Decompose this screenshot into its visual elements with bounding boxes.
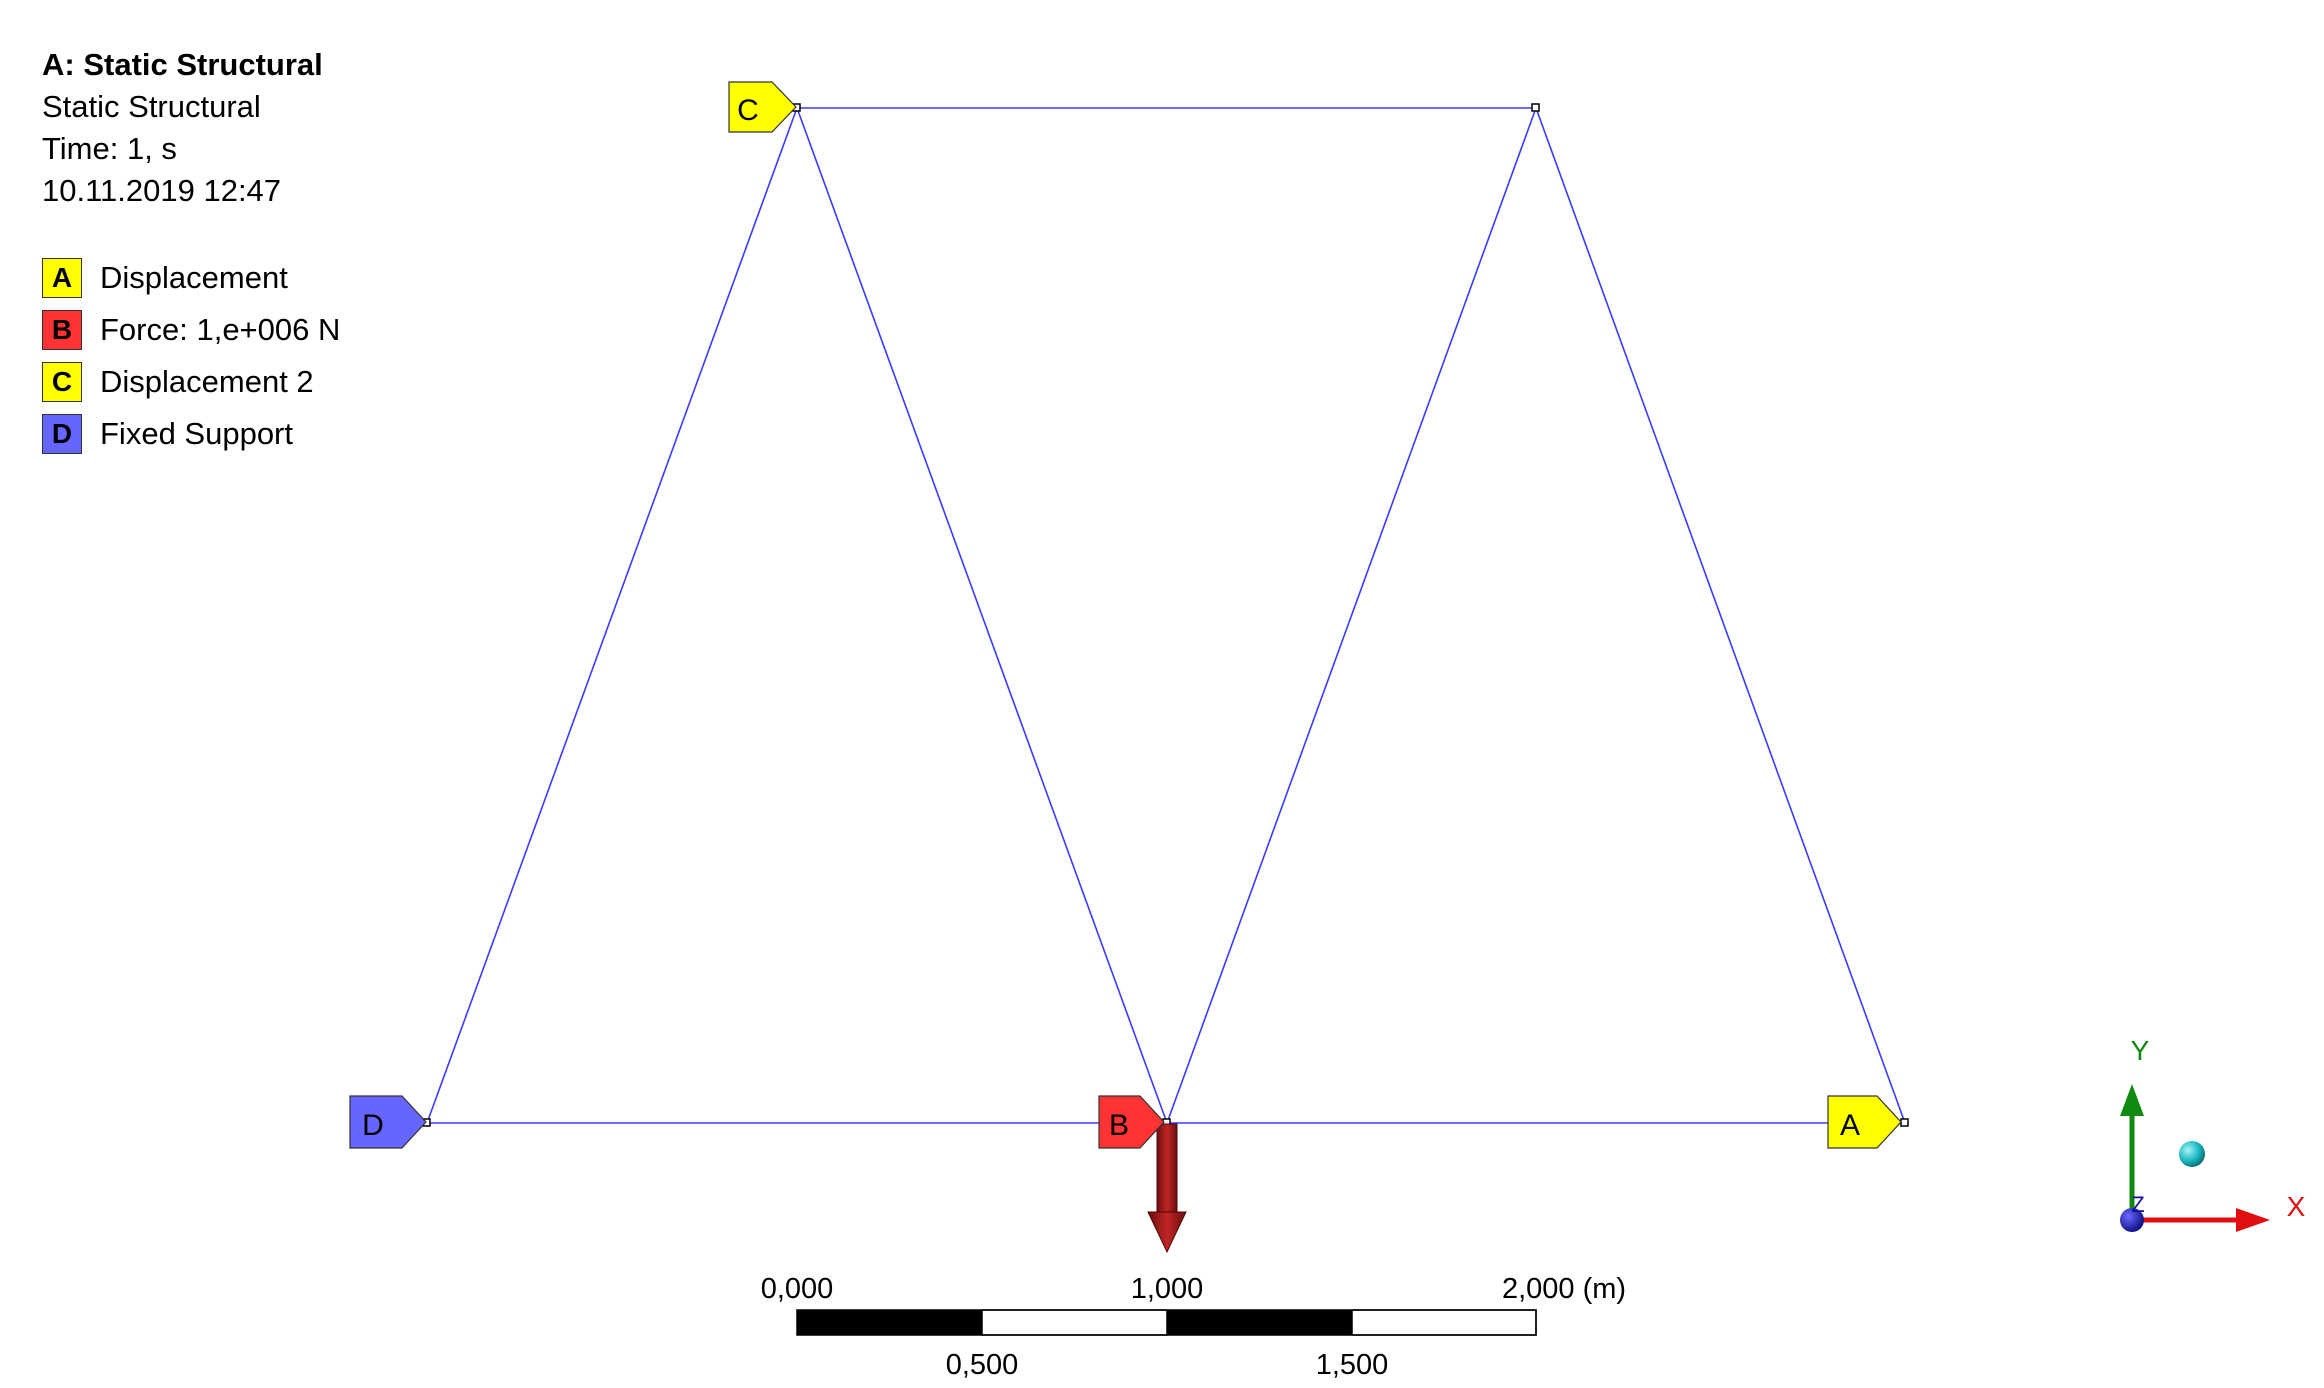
member-diagonal-3[interactable] <box>1166 107 1537 1124</box>
legend-label-c: Displacement 2 <box>100 364 314 399</box>
tag-a-label: A <box>1840 1109 1860 1142</box>
tag-d-label: D <box>362 1109 384 1142</box>
scale-label-2000: 2,000 (m) <box>1502 1273 1626 1305</box>
z-axis-origin <box>2120 1208 2144 1232</box>
legend-item-a[interactable]: A Displacement <box>42 252 340 304</box>
tag-c-label: C <box>737 94 759 127</box>
y-axis-label: Y <box>2131 1035 2150 1066</box>
member-diagonal-1[interactable] <box>426 107 798 1124</box>
scale-label-1000: 1,000 <box>1131 1273 1204 1305</box>
y-axis-arrow <box>2120 1084 2144 1116</box>
force-arrow[interactable] <box>1147 1123 1187 1254</box>
member-diagonal-2[interactable] <box>796 107 1168 1124</box>
member-diagonal-4[interactable] <box>1535 107 1906 1124</box>
coordinate-triad[interactable]: Y X Z <box>2120 1035 2306 1232</box>
scale-bar: 0,000 1,000 2,000 (m) 0,500 1,500 <box>761 1273 1626 1381</box>
legend-key-a: A <box>42 258 82 298</box>
node-top-right[interactable] <box>1531 103 1540 112</box>
legend-key-b: B <box>42 310 82 350</box>
tag-b-label: B <box>1109 1109 1129 1142</box>
legend-item-b[interactable]: B Force: 1,e+006 N <box>42 304 340 356</box>
tag-a[interactable]: A <box>1827 1095 1902 1149</box>
legend-key-d: D <box>42 414 82 454</box>
truss-nodes <box>422 103 1909 1127</box>
tag-b[interactable]: B <box>1098 1095 1165 1149</box>
legend-key-c: C <box>42 362 82 402</box>
tag-c[interactable]: C <box>728 81 797 133</box>
scale-label-1500: 1,500 <box>1316 1349 1389 1381</box>
legend-item-c[interactable]: C Displacement 2 <box>42 356 340 408</box>
legend-label-b: Force: 1,e+006 N <box>100 312 341 347</box>
scale-label-0: 0,000 <box>761 1273 834 1305</box>
analysis-type: Static Structural <box>42 89 261 124</box>
tag-d[interactable]: D <box>349 1095 427 1149</box>
legend-label-d: Fixed Support <box>100 416 293 451</box>
legend-item-d[interactable]: D Fixed Support <box>42 408 340 460</box>
time-label: Time: 1, s <box>42 131 177 166</box>
truss-members <box>426 107 1906 1124</box>
z-axis-label: Z <box>2131 1192 2144 1217</box>
x-axis-arrow <box>2236 1208 2270 1232</box>
legend-label-a: Displacement <box>100 260 288 295</box>
analysis-title: A: Static Structural <box>42 47 323 82</box>
boundary-legend: A Displacement B Force: 1,e+006 N C Disp… <box>42 252 340 460</box>
analysis-info: A: Static Structural Static Structural T… <box>42 44 323 212</box>
node-a[interactable] <box>1900 1118 1909 1127</box>
scale-label-500: 0,500 <box>946 1349 1019 1381</box>
isometric-view-ball[interactable] <box>2179 1141 2205 1167</box>
date-label: 10.11.2019 12:47 <box>42 173 282 208</box>
x-axis-label: X <box>2287 1191 2306 1222</box>
